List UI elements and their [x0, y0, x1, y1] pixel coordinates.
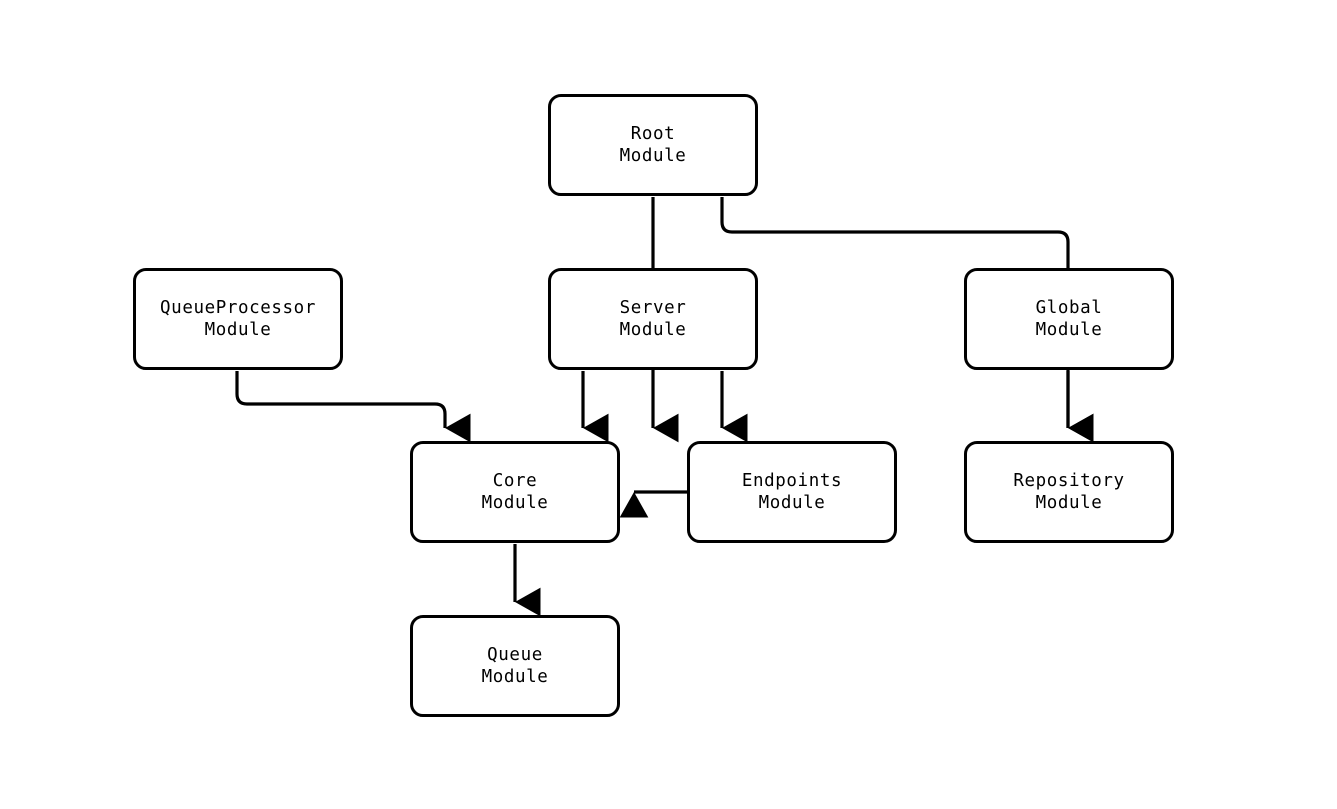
node-queueprocessor-module[interactable]: QueueProcessor Module [133, 268, 343, 370]
node-root-module[interactable]: Root Module [548, 94, 758, 196]
node-label-line1: Global [1035, 298, 1103, 318]
node-queue-module[interactable]: Queue Module [410, 615, 620, 717]
node-label-line2: Module [758, 493, 826, 513]
node-label-line1: Repository [1013, 471, 1125, 491]
node-label-line2: Module [204, 320, 272, 340]
node-label-line2: Module [481, 667, 549, 687]
node-label-line1: Server [619, 298, 687, 318]
node-label-line2: Module [1035, 493, 1103, 513]
node-server-module[interactable]: Server Module [548, 268, 758, 370]
node-label-line1: Core [492, 471, 538, 491]
node-repository-module[interactable]: Repository Module [964, 441, 1174, 543]
node-label-line1: Root [630, 124, 676, 144]
edge-queueprocessor-to-core [235, 371, 471, 443]
node-core-module[interactable]: Core Module [410, 441, 620, 543]
node-global-module[interactable]: Global Module [964, 268, 1174, 370]
node-label-line2: Module [1035, 320, 1103, 340]
node-label-line2: Module [481, 493, 549, 513]
node-label-line1: QueueProcessor [160, 298, 316, 318]
node-label-line1: Endpoints [741, 471, 843, 491]
node-endpoints-module[interactable]: Endpoints Module [687, 441, 897, 543]
node-label-line2: Module [619, 146, 687, 166]
node-label-line2: Module [619, 320, 687, 340]
node-label-line1: Queue [487, 645, 543, 665]
